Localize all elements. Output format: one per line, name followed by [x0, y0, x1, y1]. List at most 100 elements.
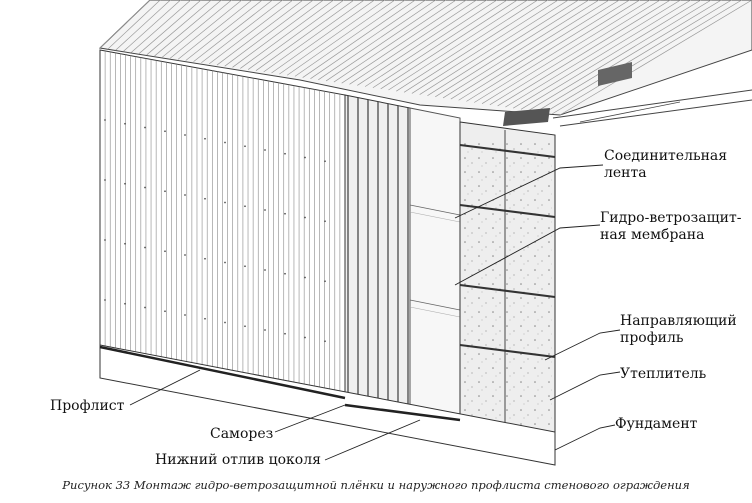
roof-rib	[544, 0, 732, 114]
roof-rib	[411, 0, 559, 94]
label-joint-tape-line2: лента	[604, 165, 647, 181]
membrane-seam	[409, 204, 461, 216]
roof-rib	[341, 0, 467, 84]
screw-mark	[164, 190, 166, 193]
roof-rib	[201, 0, 283, 64]
screw-mark	[184, 194, 186, 196]
label-foundation: Фундамент	[615, 416, 698, 432]
label-drip-edge: Нижний отлив цоколя	[155, 452, 321, 468]
screw-mark	[284, 332, 286, 335]
screw-mark	[144, 246, 146, 249]
roof-rib	[388, 0, 528, 91]
roof-rib	[364, 0, 498, 87]
screw-mark	[204, 197, 206, 200]
roof-rib	[497, 0, 671, 107]
label-membrane-line1: Гидро-ветрозащит-	[600, 210, 742, 226]
roof-rib	[286, 0, 396, 76]
roof-rib	[263, 0, 365, 73]
roof-rib	[489, 0, 661, 106]
guide-profile	[459, 144, 556, 158]
roof-rib	[505, 0, 681, 108]
roof-rib	[162, 0, 232, 58]
roof-rib	[123, 0, 181, 52]
screw-mark	[284, 152, 286, 155]
screw-mark	[224, 141, 226, 144]
roof-truss	[552, 89, 752, 119]
guide-profile	[459, 204, 556, 218]
screw-mark	[204, 317, 206, 320]
leader-profile-sheet	[129, 369, 201, 406]
screw-mark	[184, 134, 186, 136]
screw-mark	[224, 261, 226, 264]
roof-rib	[466, 0, 630, 102]
screw-mark	[184, 254, 186, 256]
screw-mark	[144, 306, 146, 309]
leader-drip-edge	[324, 419, 421, 461]
roof-rib	[559, 0, 752, 116]
screw-mark	[204, 137, 206, 140]
screw-mark	[164, 310, 166, 313]
screw-mark	[124, 182, 126, 185]
insulation-layer	[459, 121, 556, 439]
roof-rib	[325, 0, 447, 82]
screw-mark	[164, 130, 166, 133]
screw-mark	[244, 265, 246, 268]
label-screw: Саморез	[210, 426, 274, 442]
screw-mark	[104, 299, 106, 301]
roof-rib	[333, 0, 457, 83]
roof-rib	[216, 0, 304, 66]
roof-rib	[208, 0, 294, 65]
leader-lines	[129, 164, 621, 461]
screw-mark	[264, 149, 266, 151]
screw-mark	[104, 239, 106, 241]
guide-profile	[459, 284, 556, 298]
roof-rib	[536, 0, 722, 112]
roof-rib	[247, 0, 345, 70]
screw-mark	[244, 205, 246, 208]
screw-mark	[264, 269, 266, 271]
screw-mark	[284, 272, 286, 275]
leader-joint-tape	[454, 164, 604, 219]
screw-mark	[184, 314, 186, 316]
membrane-layer	[409, 107, 461, 426]
roof-rib	[107, 0, 161, 50]
roof-rib	[99, 0, 151, 49]
roof-rib	[357, 0, 487, 86]
roof-rib	[442, 0, 600, 99]
screw-mark	[144, 186, 146, 189]
roof-rib	[528, 0, 712, 111]
roof-rib	[435, 0, 589, 98]
label-membrane: Гидро-ветрозащит- ная мембрана	[600, 210, 741, 244]
label-guide-profile: Направляющий профиль	[620, 313, 737, 347]
roof	[98, 0, 752, 127]
screw-mark	[324, 220, 326, 223]
roof-rib	[255, 0, 355, 71]
screw-mark	[264, 209, 266, 211]
screw-mark	[164, 250, 166, 253]
guide-profile	[459, 344, 556, 358]
roof-rib	[271, 0, 375, 74]
membrane-seam	[409, 299, 461, 311]
roof-rib	[552, 0, 742, 115]
screw-mark	[304, 336, 306, 339]
roof-purlin-end	[598, 62, 632, 86]
screw-mark	[204, 257, 206, 260]
roof-rib	[302, 0, 416, 78]
label-guide-profile-line1: Направляющий	[620, 313, 737, 329]
roof-rib	[458, 0, 620, 101]
screw-mark	[104, 179, 106, 181]
leader-insulation	[549, 371, 621, 401]
roof-rib	[130, 0, 192, 53]
roof-rib	[481, 0, 651, 104]
roof-rib	[177, 0, 253, 60]
leader-membrane	[454, 224, 601, 286]
label-membrane-line2: ная мембрана	[600, 227, 705, 243]
screw-mark	[124, 242, 126, 245]
roof-rib	[138, 0, 202, 54]
screw-mark	[224, 321, 226, 324]
roof-rib	[154, 0, 222, 57]
roof-rib	[403, 0, 549, 93]
screw-mark	[144, 126, 146, 129]
